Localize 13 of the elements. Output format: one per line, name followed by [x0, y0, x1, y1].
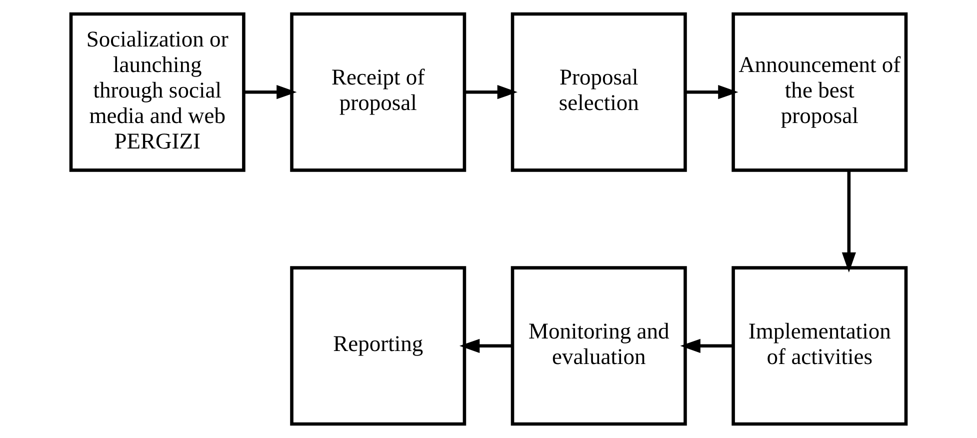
node-box: Proposal selection — [510, 12, 687, 172]
arrow — [464, 85, 518, 100]
node-box: Receipt of proposal — [290, 12, 466, 172]
arrow — [244, 85, 297, 100]
node-box: Monitoring and evaluation — [510, 266, 687, 426]
arrow — [459, 338, 512, 353]
node-box: Reporting — [290, 266, 466, 426]
node-box: Implementation of activities — [732, 266, 908, 426]
arrow — [842, 170, 856, 272]
arrow — [686, 85, 738, 100]
arrow — [680, 338, 734, 353]
node-box: Announcement of the best proposal — [732, 12, 908, 172]
node-box: Socialization or launching through social media and web PERGIZI — [69, 12, 246, 172]
